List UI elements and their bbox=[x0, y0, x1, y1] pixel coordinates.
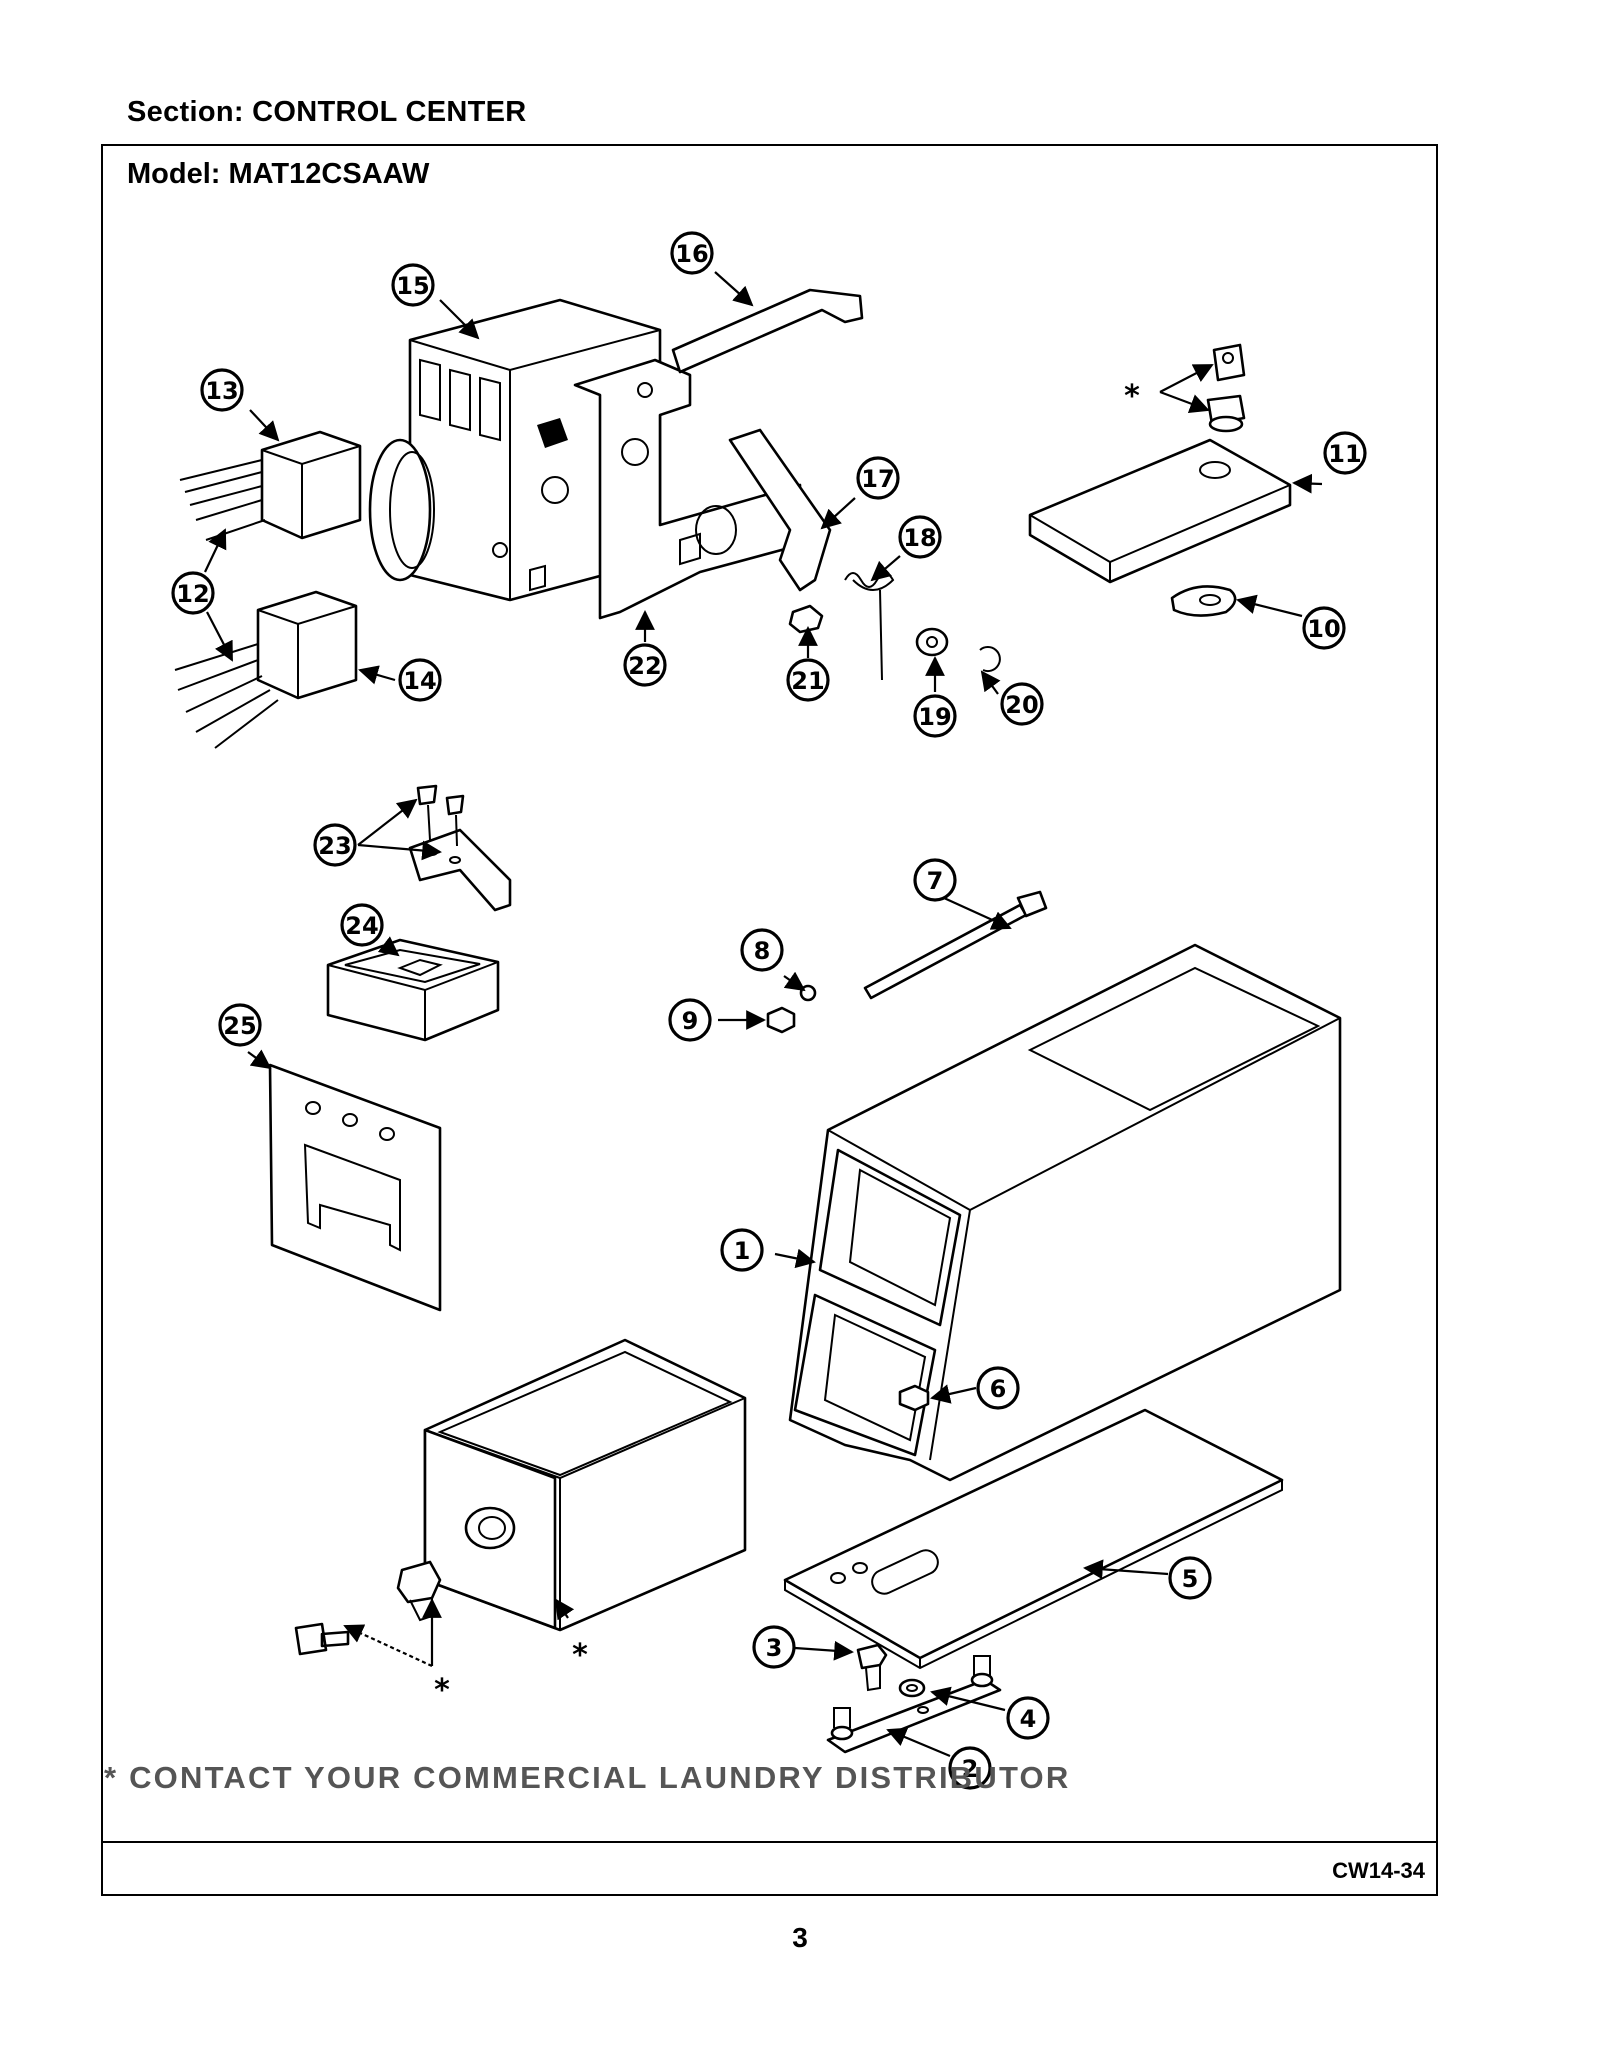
callout-label-10: 10 bbox=[1307, 615, 1340, 643]
callout-label-8: 8 bbox=[754, 937, 771, 965]
callout-label-22: 22 bbox=[628, 652, 661, 680]
callout-label-12: 12 bbox=[176, 580, 209, 608]
callout-label-2: 2 bbox=[962, 1755, 979, 1783]
callout-23: 23 bbox=[313, 823, 357, 867]
callout-label-5: 5 bbox=[1182, 1565, 1199, 1593]
part-cover-plate bbox=[1028, 438, 1292, 584]
part-coin-box bbox=[423, 1338, 747, 1632]
part-harness-connector-upper bbox=[179, 430, 362, 541]
part-timer bbox=[368, 298, 662, 602]
leader-lines bbox=[204, 271, 1323, 1758]
part-spring bbox=[844, 572, 895, 681]
callout-19: 19 bbox=[913, 694, 957, 738]
callout-1: 1 bbox=[720, 1228, 764, 1272]
part-lock-cam bbox=[1170, 585, 1237, 617]
part-hex-nut bbox=[766, 1006, 796, 1034]
part-control-housing bbox=[788, 943, 1342, 1482]
callout-label-20: 20 bbox=[1005, 691, 1038, 719]
part-slide-bar bbox=[671, 288, 864, 374]
callout-label-13: 13 bbox=[205, 377, 238, 405]
part-retainer-bracket bbox=[408, 784, 512, 912]
part-screw bbox=[788, 604, 824, 634]
callout-label-1: 1 bbox=[734, 1237, 751, 1265]
part-flat-washer bbox=[898, 1678, 926, 1698]
footer-divider bbox=[101, 1841, 1438, 1843]
callout-7: 7 bbox=[913, 858, 957, 902]
part-coin-box-lock bbox=[294, 1560, 442, 1656]
asterisk-coin-box-lock: * bbox=[434, 1673, 450, 1708]
callout-18: 18 bbox=[898, 515, 942, 559]
callout-6: 6 bbox=[976, 1366, 1020, 1410]
callout-25: 25 bbox=[218, 1003, 262, 1047]
callout-21: 21 bbox=[786, 658, 830, 702]
contact-distributor-note: * CONTACT YOUR COMMERCIAL LAUNDRY DISTRI… bbox=[104, 1760, 1071, 1795]
callout-14: 14 bbox=[398, 658, 442, 702]
callout-12: 12 bbox=[171, 571, 215, 615]
callout-22: 22 bbox=[623, 643, 667, 687]
page-number: 3 bbox=[792, 1922, 808, 1953]
part-stud-plate bbox=[826, 1655, 1002, 1754]
callout-8: 8 bbox=[740, 928, 784, 972]
part-lever bbox=[728, 428, 832, 592]
callout-3: 3 bbox=[752, 1625, 796, 1669]
callout-24: 24 bbox=[340, 903, 384, 947]
callout-17: 17 bbox=[856, 456, 900, 500]
diagram-frame bbox=[101, 144, 1438, 1896]
callout-label-16: 16 bbox=[675, 240, 708, 268]
callout-label-24: 24 bbox=[345, 912, 378, 940]
callout-label-21: 21 bbox=[791, 667, 824, 695]
callout-9: 9 bbox=[668, 998, 712, 1042]
callout-label-4: 4 bbox=[1020, 1705, 1037, 1733]
part-e-clip bbox=[979, 646, 1001, 673]
callout-15: 15 bbox=[391, 263, 435, 307]
callout-label-25: 25 bbox=[223, 1012, 256, 1040]
callout-11: 11 bbox=[1323, 431, 1367, 475]
callout-label-3: 3 bbox=[766, 1634, 783, 1662]
asterisk-coin-box: * bbox=[572, 1638, 588, 1673]
asterisk-lock: * bbox=[1124, 379, 1140, 414]
part-base-plate bbox=[783, 1408, 1284, 1670]
part-lock-key bbox=[1206, 343, 1246, 433]
callout-label-18: 18 bbox=[903, 524, 936, 552]
callout-16: 16 bbox=[670, 231, 714, 275]
part-hex-bolt bbox=[856, 1643, 888, 1692]
callout-4: 4 bbox=[1006, 1696, 1050, 1740]
callout-20: 20 bbox=[1000, 682, 1044, 726]
callout-10: 10 bbox=[1302, 606, 1346, 650]
callout-13: 13 bbox=[200, 368, 244, 412]
drawing-code: CW14-34 bbox=[1332, 1858, 1425, 1883]
callout-label-23: 23 bbox=[318, 832, 351, 860]
callout-2: 2 bbox=[948, 1746, 992, 1790]
callout-5: 5 bbox=[1168, 1556, 1212, 1600]
callout-label-6: 6 bbox=[990, 1375, 1007, 1403]
section-title: Section: CONTROL CENTER bbox=[127, 96, 527, 128]
callout-label-11: 11 bbox=[1328, 440, 1361, 468]
callout-label-9: 9 bbox=[682, 1007, 699, 1035]
part-harness-connector-lower bbox=[174, 590, 358, 749]
part-rod bbox=[863, 890, 1048, 1000]
part-coin-funnel bbox=[326, 938, 500, 1042]
part-washer bbox=[915, 627, 949, 657]
callout-label-7: 7 bbox=[927, 867, 944, 895]
part-faceplate bbox=[268, 1063, 442, 1312]
callout-label-17: 17 bbox=[861, 465, 894, 493]
callout-label-14: 14 bbox=[403, 667, 436, 695]
callout-label-15: 15 bbox=[396, 272, 429, 300]
callout-label-19: 19 bbox=[918, 703, 951, 731]
model-title: Model: MAT12CSAAW bbox=[127, 158, 430, 190]
